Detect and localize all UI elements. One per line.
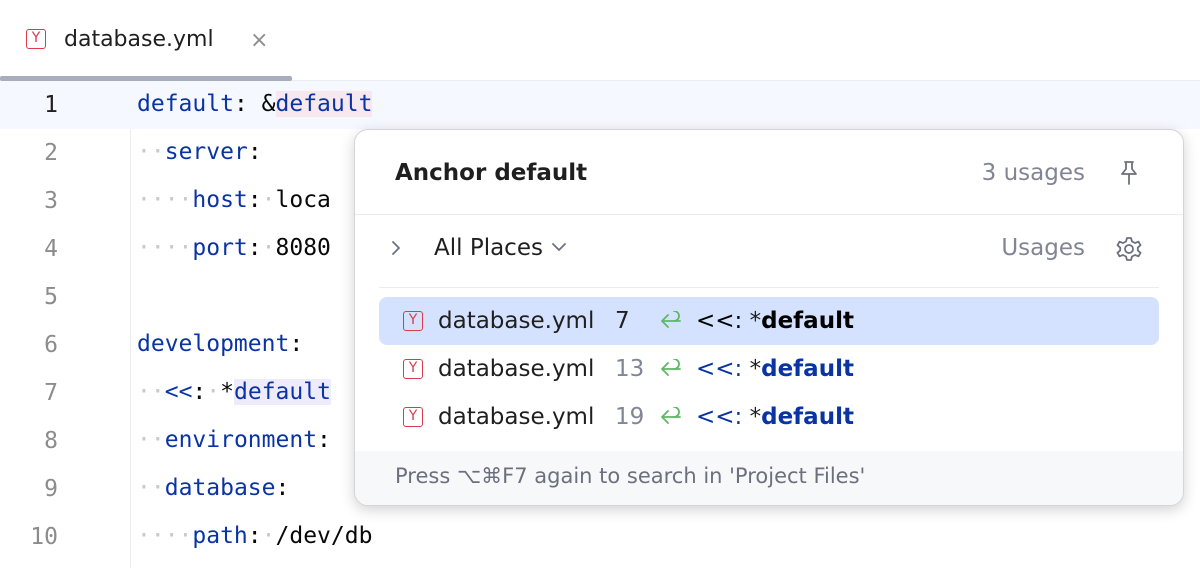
- tab-title: database.yml: [64, 27, 214, 52]
- active-tab-indicator: [0, 76, 292, 81]
- yaml-key: development: [137, 331, 290, 357]
- usage-line: 13: [615, 356, 645, 382]
- yaml-key: host: [192, 187, 248, 213]
- code-editor[interactable]: 1 default: &default 2 ··server: 3 ····ho…: [0, 81, 1200, 568]
- yaml-file-icon: Y: [403, 359, 423, 379]
- alias-symbol: *: [220, 379, 234, 405]
- colon: :: [233, 91, 248, 117]
- usage-file: database.yml: [438, 308, 595, 334]
- yaml-key: server: [164, 139, 248, 165]
- code-line[interactable]: 1 default: &default: [0, 81, 1200, 129]
- code-line[interactable]: 5: [0, 273, 1200, 321]
- code-line[interactable]: 2 ··server:: [0, 129, 1200, 177]
- footer-hint: Press ⌥⌘F7 again to search in 'Project F…: [395, 464, 866, 488]
- yaml-key: environment: [164, 427, 318, 453]
- usage-arrow-icon: [659, 310, 683, 335]
- scope-label: All Places: [434, 235, 543, 261]
- popup-footer: Press ⌥⌘F7 again to search in 'Project F…: [355, 451, 1183, 505]
- line-number: 1: [44, 92, 58, 118]
- yaml-value: 8080: [275, 235, 331, 261]
- colon: :: [289, 331, 304, 357]
- line-number: 7: [44, 380, 58, 406]
- scope-row: All Places Usages: [355, 215, 1183, 287]
- colon: :: [247, 139, 262, 165]
- usages-popup: Anchor default 3 usages All Places Usage…: [354, 129, 1184, 506]
- code-line[interactable]: 6 development:: [0, 321, 1200, 369]
- usage-line: 19: [615, 404, 645, 430]
- colon: :: [247, 523, 262, 549]
- usages-count: 3 usages: [981, 160, 1085, 186]
- line-number: 6: [44, 332, 58, 358]
- editor-tab-bar: Y database.yml ×: [0, 0, 1200, 81]
- pin-icon[interactable]: [1117, 160, 1141, 190]
- usage-file: database.yml: [438, 356, 595, 382]
- line-number: 8: [44, 428, 58, 454]
- usages-button[interactable]: Usages: [1001, 235, 1085, 261]
- alias-name[interactable]: default: [234, 379, 331, 405]
- chevron-right-icon[interactable]: [389, 237, 403, 265]
- yaml-key: port: [192, 235, 248, 261]
- colon: :: [247, 235, 262, 261]
- colon: :: [275, 475, 290, 501]
- line-number: 5: [44, 284, 58, 310]
- usage-arrow-icon: [659, 406, 683, 431]
- yaml-file-icon: Y: [26, 29, 46, 49]
- popup-title: Anchor default: [395, 160, 588, 186]
- code-line[interactable]: 4 ····port:·8080: [0, 225, 1200, 273]
- usage-row[interactable]: Y database.yml 7 <<: *default: [379, 297, 1159, 345]
- yaml-key: default: [137, 91, 234, 117]
- line-number: 10: [30, 524, 58, 550]
- usage-arrow-icon: [659, 358, 683, 383]
- yaml-value: /dev/db: [275, 523, 373, 549]
- usage-snippet: <<: *default: [696, 308, 854, 334]
- yaml-file-icon: Y: [403, 407, 423, 427]
- close-icon[interactable]: ×: [250, 28, 269, 53]
- divider: [379, 287, 1159, 288]
- usage-file: database.yml: [438, 404, 595, 430]
- yaml-file-icon: Y: [403, 311, 423, 331]
- colon: :: [192, 379, 207, 405]
- yaml-value: loca: [275, 187, 331, 213]
- line-number: 2: [44, 140, 58, 166]
- usages-list: Y database.yml 7 <<: *default Y database…: [379, 297, 1159, 441]
- anchor-name[interactable]: default: [275, 91, 373, 117]
- colon: :: [247, 187, 262, 213]
- yaml-key: path: [192, 523, 248, 549]
- usage-snippet: <<: *default: [696, 356, 854, 382]
- gutter-separator: [130, 81, 131, 568]
- code-line[interactable]: 7 ··<<:·*default: [0, 369, 1200, 417]
- popup-header: Anchor default 3 usages: [355, 130, 1183, 215]
- line-number: 3: [44, 188, 58, 214]
- code-line[interactable]: 8 ··environment:: [0, 417, 1200, 465]
- code-line[interactable]: 3 ····host:·loca: [0, 177, 1200, 225]
- merge-key: <<: [164, 379, 193, 405]
- line-number: 4: [44, 236, 58, 262]
- code-line[interactable]: 9 ··database:: [0, 465, 1200, 513]
- yaml-key: database: [164, 475, 276, 501]
- usage-row[interactable]: Y database.yml 19 <<: *default: [379, 393, 1159, 441]
- usage-snippet: <<: *default: [696, 404, 854, 430]
- colon: :: [317, 427, 331, 453]
- usage-line: 7: [615, 308, 630, 334]
- tab-database-yml[interactable]: Y database.yml ×: [0, 0, 292, 81]
- gear-icon[interactable]: [1115, 235, 1143, 267]
- scope-dropdown[interactable]: All Places: [434, 235, 567, 261]
- code-line[interactable]: 10 ····path:·/dev/db: [0, 513, 1200, 561]
- line-number: 9: [44, 476, 58, 502]
- chevron-down-icon: [551, 238, 567, 257]
- anchor-symbol: &: [261, 91, 276, 117]
- usage-row[interactable]: Y database.yml 13 <<: *default: [379, 345, 1159, 393]
